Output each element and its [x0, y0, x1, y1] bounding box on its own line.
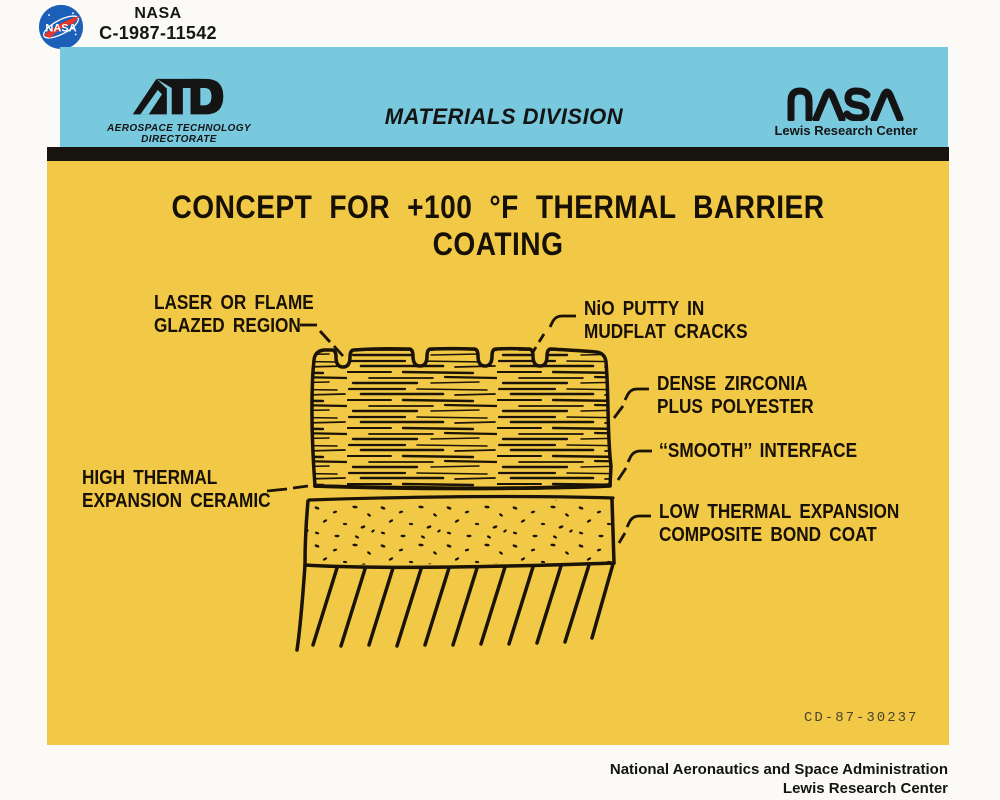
leader-line-dense [612, 387, 649, 419]
label-laser-glazed-region: LASER OR FLAME GLAZED REGION [154, 292, 314, 338]
nasa-meatball-icon: NASA [38, 4, 84, 50]
label-dense-zirconia: DENSE ZIRCONIA PLUS POLYESTER [657, 373, 814, 419]
meatball-wordmark: NASA [45, 23, 76, 35]
leader-line-nio [531, 314, 576, 353]
divider-bar [47, 147, 949, 161]
atd-directorate-label: AEROSPACE TECHNOLOGY DIRECTORATE [107, 123, 251, 145]
coating-cross-section-diagram [266, 314, 652, 652]
division-title: MATERIALS DIVISION [384, 104, 624, 129]
diagram-title: CONCEPT FOR +100 °F THERMAL BARRIER COAT… [171, 189, 825, 262]
label-nio-putty: NiO PUTTY IN MUDFLAT CRACKS [584, 298, 748, 344]
substrate-hatching [295, 562, 615, 652]
photo-id-number: C-1987-11542 [99, 23, 217, 43]
photo-agency-label: NASA [134, 5, 182, 22]
label-high-thermal-ceramic: HIGH THERMAL EXPANSION CERAMIC [82, 467, 271, 513]
diagram-panel: CONCEPT FOR +100 °F THERMAL BARRIER COAT… [47, 161, 949, 745]
smooth-interface-lines [307, 483, 615, 502]
zirconia-layer [310, 346, 613, 491]
atd-logo-icon [132, 78, 224, 115]
leader-line-smooth [616, 449, 652, 481]
banner: AEROSPACE TECHNOLOGY DIRECTORATE MATERIA… [60, 47, 948, 147]
label-smooth-interface: ‘‘SMOOTH’’ INTERFACE [659, 440, 858, 462]
leader-line-high [266, 484, 309, 493]
figure-id: CD-87-30237 [804, 710, 919, 726]
label-low-thermal-bond-coat: LOW THERMAL EXPANSION COMPOSITE BOND COA… [659, 501, 900, 547]
lewis-center-label: Lewis Research Center [774, 123, 918, 138]
footer: National Aeronautics and Space Administr… [610, 760, 948, 798]
footer-agency-line: National Aeronautics and Space Administr… [609, 761, 948, 778]
leader-line-laser [300, 323, 345, 357]
photo-header: NASA C-1987-11542 [84, 5, 232, 44]
nasa-worm-icon [787, 87, 904, 121]
bond-coat-layer [303, 498, 616, 570]
leader-line-low [617, 514, 651, 544]
footer-center-line: Lewis Research Center [782, 780, 948, 797]
